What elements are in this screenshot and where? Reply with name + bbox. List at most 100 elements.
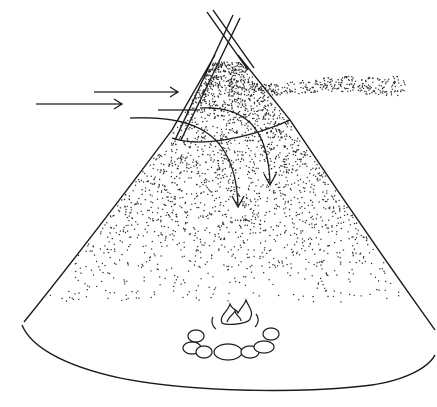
smoke-dot [240,220,241,221]
smoke-dot [223,158,224,159]
smoke-dot [218,236,219,237]
smoke-dot [313,301,314,302]
smoke-dot [254,170,255,171]
smoke-dot [286,167,287,168]
smoke-dot [227,144,228,145]
smoke-dot [162,198,163,199]
smoke-dot [247,174,248,175]
smoke-dot [302,221,303,222]
smoke-dot [209,212,210,213]
smoke-dot [144,252,145,253]
smoke-dot [298,149,299,150]
smoke-dot [151,176,152,177]
smoke-dot [99,269,100,270]
smoke-dot [215,236,216,237]
smoke-dot [290,189,291,190]
smoke-dot [252,82,253,83]
smoke-dot [292,222,293,223]
smoke-dot [352,87,353,88]
smoke-dot [363,88,364,89]
smoke-dot [400,85,401,86]
smoke-dot [290,200,291,201]
smoke-dot [272,137,273,138]
smoke-dot [263,96,264,97]
smoke-dot [274,192,275,193]
smoke-dot [159,276,160,277]
smoke-dot [188,271,189,272]
smoke-dot [248,98,249,99]
smoke-dot [252,118,253,119]
smoke-dot [226,125,227,126]
smoke-dot [229,99,230,100]
stone-1 [188,330,204,342]
smoke-dot [216,64,217,65]
smoke-dot [290,129,291,130]
smoke-dot [208,79,209,80]
smoke-dot [288,184,289,185]
smoke-dot [289,90,290,91]
smoke-dot [316,218,317,219]
smoke-dot [229,140,230,141]
smoke-dot [251,208,252,209]
smoke-dot [252,108,253,109]
smoke-dot [219,85,220,86]
smoke-dot [344,215,345,216]
smoke-dot [254,123,255,124]
smoke-dot [196,93,197,94]
smoke-dot [160,172,161,173]
smoke-dot [150,218,151,219]
smoke-dot [343,208,344,209]
smoke-dot [323,260,324,261]
smoke-dot [187,139,188,140]
smoke-dot [206,216,207,217]
smoke-dot [283,187,284,188]
smoke-dot [327,85,328,86]
smoke-dot [250,86,251,87]
smoke-dot [254,89,255,90]
smoke-dot [190,146,191,147]
smoke-dot [245,219,246,220]
smoke-dot [205,96,206,97]
smoke-dot [262,109,263,110]
smoke-dot [289,170,290,171]
smoke-dot [248,89,249,90]
smoke-dot [251,110,252,111]
smoke-dot [313,207,314,208]
smoke-dot [212,180,213,181]
smoke-dot [284,247,285,248]
smoke-dot [243,242,244,243]
smoke-dot [179,242,180,243]
smoke-dot [197,150,198,151]
smoke-dot [169,216,170,217]
smoke-dot [214,118,215,119]
smoke-dot [218,233,219,234]
smoke-dot [213,71,214,72]
smoke-dot [118,210,119,211]
smoke-dot [333,211,334,212]
smoke-dot [295,155,296,156]
smoke-dot [391,92,392,93]
smoke-dot [135,181,136,182]
smoke-dot [207,89,208,90]
smoke-dot [128,298,129,299]
smoke-dot [232,182,233,183]
smoke-dot [281,165,282,166]
smoke-dot [184,144,185,145]
smoke-dot [152,241,153,242]
smoke-dot [143,235,144,236]
smoke-dot [224,174,225,175]
smoke-dot [185,202,186,203]
smoke-dot [166,215,167,216]
smoke-dot [187,222,188,223]
smoke-dot [204,136,205,137]
smoke-dot [386,93,387,94]
smoke-dot [85,266,86,267]
smoke-dot [154,178,155,179]
smoke-dot [219,81,220,82]
smoke-dot [204,97,205,98]
smoke-dot [326,290,327,291]
smoke-dot [326,190,327,191]
smoke-dot [332,80,333,81]
smoke-dot [317,214,318,215]
smoke-dot [398,292,399,293]
